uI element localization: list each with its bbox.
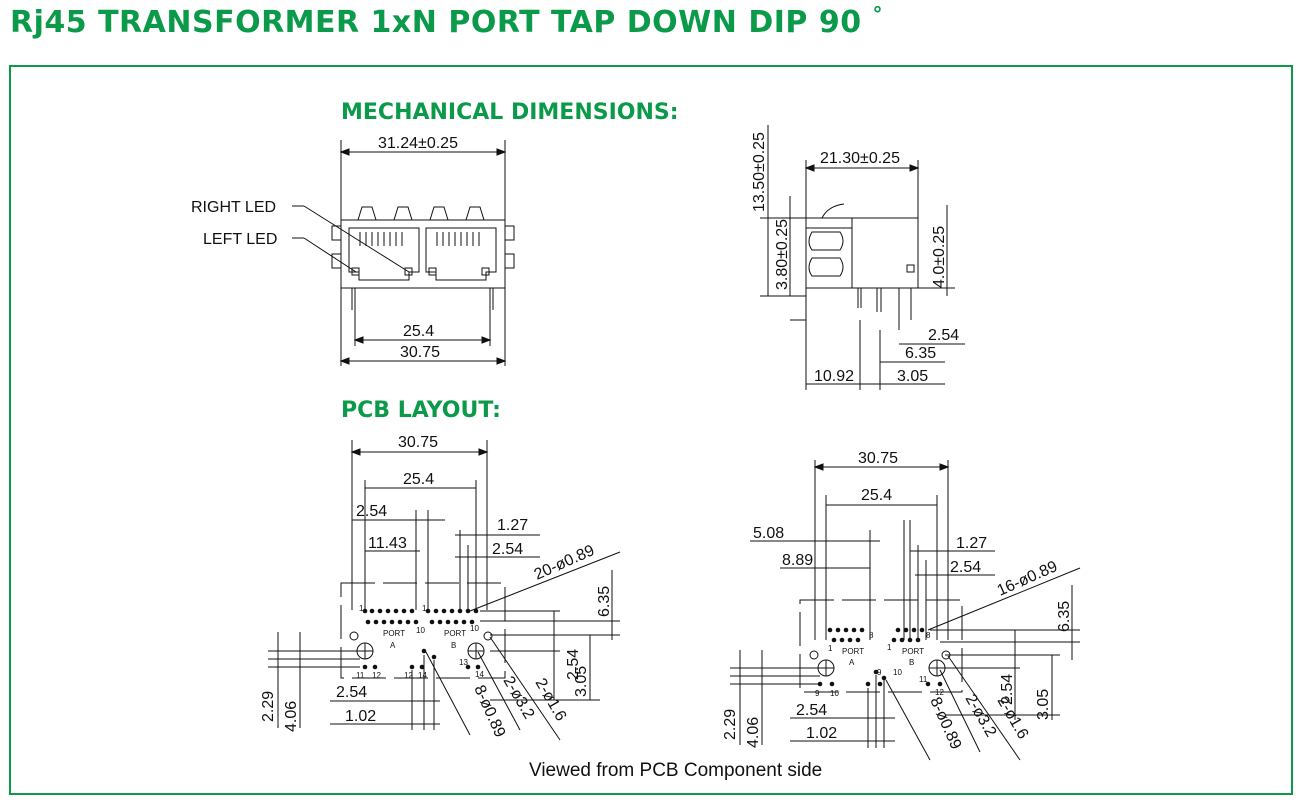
pcbl-holes-8: 8-ø0.89 <box>470 683 508 740</box>
pcbr-port-b: PORT <box>902 647 924 656</box>
side-pitch-a: 2.54 <box>928 327 959 344</box>
pcbl-6-35: 6.35 <box>596 586 613 617</box>
pcbl-4-06: 4.06 <box>283 701 300 732</box>
pcbl-2-54-v: 2.54 <box>565 649 582 680</box>
pcbr-holes-2b: 2-ø1.6 <box>994 694 1032 743</box>
view-caption: Viewed from PCB Component side <box>529 760 823 781</box>
pcbl-pin-12b: 12 <box>404 671 413 680</box>
drawing-frame <box>9 65 1293 795</box>
pcbr-2-54-v: 2.54 <box>999 674 1016 705</box>
pcbl-port-a: PORT <box>383 629 405 638</box>
side-offset-right: 4.0±0.25 <box>931 226 948 288</box>
pcbr-pin-1a: 1 <box>828 644 833 653</box>
pcbl-port-a-letter: A <box>390 641 396 650</box>
pcbl-pin-10b: 10 <box>470 624 479 633</box>
pcbr-6-35: 6.35 <box>1056 601 1073 632</box>
pcbr-2-54-bottom: 2.54 <box>796 702 827 719</box>
pcbr-pin-12: 12 <box>935 688 944 697</box>
pcbr-pin-8b: 8 <box>926 631 931 640</box>
pcbr-5-08: 5.08 <box>753 525 784 542</box>
pcbl-11-43: 11.43 <box>368 535 407 552</box>
pcbl-port-b-letter: B <box>451 641 456 650</box>
pcbr-pin-10b: 10 <box>893 668 902 677</box>
side-view: 21.30±0.25 13.50±0.25 3.80±0.25 4.0±0.25… <box>751 125 965 390</box>
pcbl-pin-14b: 14 <box>475 670 484 679</box>
pcbr-holes: 16-ø0.89 <box>995 558 1061 600</box>
right-led-label: RIGHT LED <box>191 199 276 216</box>
front-span-outer: 30.75 <box>400 344 440 361</box>
mechanical-heading: MECHANICAL DIMENSIONS: <box>341 100 679 125</box>
pcbr-pin-9b: 9 <box>877 668 882 677</box>
side-offset-left: 3.80±0.25 <box>774 219 791 290</box>
pcbr-pin-9a: 9 <box>815 689 820 698</box>
pcbr-3-05: 3.05 <box>1035 689 1052 720</box>
front-view: 31.24±0.25 RIGHT LED LEFT LED <box>191 135 515 366</box>
title-degree: ° <box>872 2 884 26</box>
front-span-inner: 25.4 <box>403 323 434 340</box>
pcbl-3-05: 3.05 <box>573 666 590 697</box>
front-width-label: 31.24±0.25 <box>378 135 458 152</box>
pcbl-1-27: 1.27 <box>497 517 528 534</box>
side-dist-b: 3.05 <box>897 368 928 385</box>
pcbr-1-02: 1.02 <box>806 725 837 742</box>
pcb-heading: PCB LAYOUT: <box>341 398 501 423</box>
pcb-layout-left: 30.75 25.4 2.54 1.27 11.43 2.54 20-ø0.89… <box>260 434 621 741</box>
pcbl-holes: 20-ø0.89 <box>532 542 598 584</box>
pcbl-2-29: 2.29 <box>260 691 277 722</box>
side-height-label: 13.50±0.25 <box>751 132 768 212</box>
pcbl-pin-12a: 12 <box>372 671 381 680</box>
pcbr-pins <box>817 627 943 687</box>
pcbr-port-a: PORT <box>842 647 864 656</box>
pcbl-pin-11a: 11 <box>356 671 365 680</box>
pcbl-pin-14a: 14 <box>418 671 427 680</box>
pcbl-pins <box>362 608 481 670</box>
pcbl-pin-1a: 1 <box>359 604 364 613</box>
pcb-layout-right: 30.75 25.4 5.08 8.89 1.27 2.54 16-ø0.89 … <box>722 450 1081 761</box>
pcbr-pin-8a: 8 <box>869 631 874 640</box>
pcbr-holes-2a: 2-ø3.2 <box>962 692 1000 741</box>
pcbr-pin-10a: 10 <box>830 689 839 698</box>
title-text: Rj45 TRANSFORMER 1xN PORT TAP DOWN DIP 9… <box>10 5 873 40</box>
pcbl-1-02: 1.02 <box>345 708 376 725</box>
pcbr-1-27: 1.27 <box>956 535 987 552</box>
pcbr-25-4: 25.4 <box>861 487 892 504</box>
pcbr-port-b-letter: B <box>909 658 914 667</box>
side-depth-label: 21.30±0.25 <box>820 150 900 167</box>
pcbl-pin-10a: 10 <box>416 626 425 635</box>
side-dist-a: 10.92 <box>814 368 854 385</box>
pcbr-holes-8: 8-ø0.89 <box>926 695 964 752</box>
pcbr-2-29: 2.29 <box>722 709 739 740</box>
pcbl-2-54-right: 2.54 <box>492 541 523 558</box>
pcbr-pin-11: 11 <box>919 675 928 684</box>
side-pitch-b: 6.35 <box>905 345 936 362</box>
pcbl-2-54-bottom: 2.54 <box>336 684 367 701</box>
pcbl-pin-1b: 1 <box>422 604 427 613</box>
pcbr-2-54-right: 2.54 <box>950 559 981 576</box>
pcbl-port-b: PORT <box>444 629 466 638</box>
pcbr-8-89: 8.89 <box>782 552 813 569</box>
pcbl-25-4: 25.4 <box>403 471 434 488</box>
page-title: Rj45 TRANSFORMER 1xN PORT TAP DOWN DIP 9… <box>10 2 883 40</box>
pcbr-pin-1b: 1 <box>887 643 892 652</box>
pcbr-30-75: 30.75 <box>858 450 898 467</box>
pcbl-30-75: 30.75 <box>398 434 438 451</box>
pcbr-port-a-letter: A <box>849 658 855 667</box>
left-led-label: LEFT LED <box>203 231 277 248</box>
pcbl-2-54-top: 2.54 <box>356 503 387 520</box>
pcbr-4-06: 4.06 <box>745 717 762 748</box>
pcbl-pin-13: 13 <box>459 658 468 667</box>
